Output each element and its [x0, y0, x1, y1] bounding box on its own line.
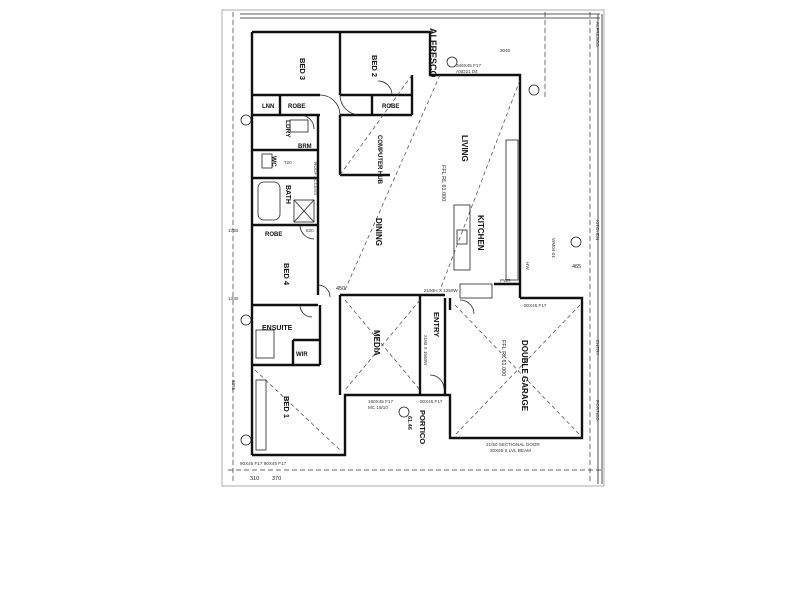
dim-450: 450 [336, 286, 345, 292]
room-label-media: MEDIA [372, 330, 381, 356]
living-ffl-level: FFL RL 61.000 [440, 165, 446, 201]
note-wm: WM04-01 [551, 238, 556, 258]
note-beam-90b: 90X45 F17 [420, 399, 443, 404]
room-label-brm: BRM [298, 144, 312, 150]
side-label-entry: ENTRY [595, 340, 600, 356]
note-beam-180: 180X45 F17 [368, 399, 393, 404]
section-marker-d [398, 406, 410, 418]
dim-820: 820 [306, 228, 314, 233]
section-marker-f [240, 314, 252, 326]
boundary-lines [228, 12, 603, 484]
room-label-computer-hub: COMPUTER HUB [376, 135, 382, 185]
note-beam-90x45: 90X45 F17 [524, 303, 547, 308]
room-label-alfresco: ALFRESCO [428, 28, 438, 78]
room-label-robe-2: ROBE [382, 104, 399, 110]
laundry-tub [289, 119, 309, 133]
dim-3040: 3040 [500, 48, 511, 53]
room-label-double-garage: DOUBLE GARAGE [520, 340, 529, 412]
ceiling-diagonals [254, 74, 581, 451]
room-label-portico: PORTICO [418, 410, 427, 444]
room-labels: ALFRESCO BED 3 BED 2 LNN ROBE ROBE LDRY … [262, 28, 529, 444]
section-marker-e [240, 114, 252, 126]
room-label-ldry: LDRY [284, 120, 291, 138]
side-label-alfresco: ALFRESCO [595, 22, 600, 47]
kitchen-bench [505, 139, 519, 281]
annotations: 346X45 F17 ASD21 D4 2150H X 1250W 90X45 … [228, 22, 600, 482]
note-hw: HW [525, 262, 530, 270]
section-marker-c [570, 236, 582, 248]
dim-310: 310 [250, 476, 259, 482]
note-pwr: PWR [500, 278, 511, 283]
note-door-2180: 2180 X 1560W [423, 335, 428, 366]
section-marker-g [240, 434, 252, 446]
note-lvl-beam: 30X65 X LVL BEAM [490, 448, 531, 453]
note-mc: MC 19/10 [368, 405, 388, 410]
kitchen-island [453, 204, 471, 271]
room-label-robe-3: ROBE [265, 232, 282, 238]
shower [293, 199, 315, 223]
note-beam-346: 346X45 F17 [456, 63, 481, 68]
portico-level: 61.46 [406, 416, 412, 430]
room-label-bed4: BED 4 [282, 263, 291, 286]
room-label-lnn: LNN [262, 104, 274, 110]
garage-ffl-level: FFL RL 61.000 [500, 340, 506, 376]
door-swings [299, 80, 475, 390]
note-beam-left: 90X45 F17 90X45 F17 [240, 461, 287, 466]
room-label-dining: DINING [374, 218, 383, 246]
room-label-bed3: BED 3 [298, 58, 307, 80]
dim-720: 720 [284, 160, 292, 165]
room-label-wir: WIR [296, 352, 308, 358]
room-label-bed2: BED 2 [370, 55, 379, 77]
section-marker-b [528, 84, 540, 96]
dim-1330: 1330 [228, 296, 239, 301]
section-marker-a [446, 56, 458, 68]
dim-370: 370 [272, 476, 281, 482]
sheet-frame [221, 9, 605, 487]
room-label-bed1: BED 1 [282, 396, 291, 418]
room-label-kitchen: KITCHEN [476, 215, 485, 251]
side-label-kitchen: KITCHEN [595, 220, 600, 240]
note-roof-access: ROOF ACCESS [313, 162, 318, 195]
bath-tub [257, 181, 281, 221]
wardrobe-1 [255, 379, 267, 451]
room-label-living: LIVING [460, 135, 469, 162]
fixtures [255, 119, 519, 451]
room-label-ensuite: ENSUITE [262, 325, 293, 332]
side-label-portico: PORTICO [595, 400, 600, 421]
interior-walls [252, 32, 520, 395]
dim-1730: 1730 [228, 228, 239, 233]
note-sectional-door: 21/50 SECTIONAL DOOR [486, 442, 540, 447]
room-label-wc: WC [270, 156, 277, 167]
dim-5055: 5055 [231, 380, 236, 391]
note-size-2150: 2150H X 1250W [424, 288, 458, 293]
note-asd: ASD21 D4 [456, 69, 478, 74]
exterior-walls [250, 30, 584, 457]
room-label-bath: BATH [284, 185, 291, 204]
room-label-robe-1: ROBE [288, 104, 305, 110]
wc-pan [261, 153, 273, 169]
ensuite-vanity [255, 329, 275, 359]
media-door-stair [459, 283, 493, 299]
room-label-entry: ENTRY [432, 312, 441, 337]
section-markers [240, 56, 582, 446]
dim-465: 465 [572, 264, 581, 270]
